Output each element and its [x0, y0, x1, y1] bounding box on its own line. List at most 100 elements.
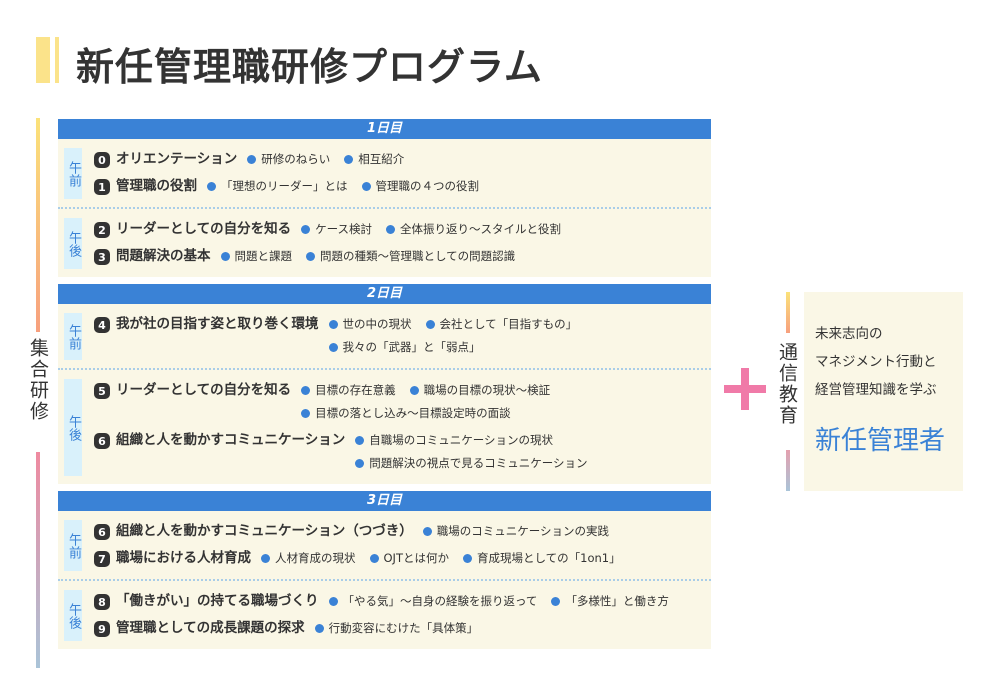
- point: 我々の「武器」と「弱点」: [328, 336, 481, 359]
- item-points: 目標の存在意義職場の目標の現状〜検証目標の落とし込み〜目標設定時の面談: [301, 379, 564, 425]
- points-line: 「理想のリーダー」とは 管理職の４つの役割: [207, 175, 493, 198]
- point: 「多様性」と働き方: [551, 590, 669, 613]
- point: 行動変容にむけた「具体策」: [314, 617, 479, 640]
- bullet-dot-icon: [551, 597, 561, 606]
- item-number-badge: 7: [94, 551, 110, 567]
- bullet-dot-icon: [344, 155, 354, 164]
- point-text: 行動変容にむけた「具体策」: [328, 621, 479, 635]
- bullet-dot-icon: [328, 320, 338, 329]
- bullet-dot-icon: [462, 554, 472, 563]
- point-text: 問題と課題: [234, 249, 293, 263]
- session-items: 8「働きがい」の持てる職場づくり「やる気」〜自身の経験を振り返って「多様性」と働…: [94, 587, 711, 644]
- point-text: 研修のねらい: [261, 152, 331, 166]
- item-number-badge: 0: [94, 152, 110, 168]
- agenda-item: 9 管理職としての成長課題の探求 行動変容にむけた「具体策」: [94, 617, 711, 640]
- item-title: 管理職としての成長課題の探求: [116, 620, 305, 636]
- item-title: 問題解決の基本: [116, 248, 211, 264]
- item-points: 世の中の現状 会社として「目指すもの」我々の「武器」と「弱点」: [328, 313, 592, 359]
- bullet-dot-icon: [314, 624, 324, 633]
- item-number-badge: 9: [94, 621, 110, 637]
- point-text: 人材育成の現状: [275, 551, 356, 565]
- point-text: 全体振り返り〜スタイルと役割: [400, 222, 562, 236]
- point-text: 「理想のリーダー」とは: [221, 179, 348, 193]
- points-line: 問題と課題問題の種類〜管理職としての問題認識: [220, 245, 530, 268]
- item-points: 人材育成の現状 OJTとは何か育成現場としての「1on1」: [261, 547, 635, 570]
- agenda-item: 8「働きがい」の持てる職場づくり「やる気」〜自身の経験を振り返って「多様性」と働…: [94, 590, 711, 613]
- points-line: 行動変容にむけた「具体策」: [314, 617, 493, 640]
- item-title: 管理職の役割: [116, 178, 197, 194]
- item-title: 「働きがい」の持てる職場づくり: [116, 593, 319, 609]
- item-points: 研修のねらい 相互紹介: [247, 148, 418, 171]
- title-accent-bar-thin: [55, 37, 59, 83]
- bullet-dot-icon: [301, 386, 311, 395]
- point: 問題の種類〜管理職としての問題認識: [306, 245, 515, 268]
- session-tag-text: 午前: [66, 323, 81, 350]
- point-text: 管理職の４つの役割: [375, 179, 480, 193]
- bullet-dot-icon: [355, 436, 365, 445]
- point: 問題と課題: [220, 245, 293, 268]
- points-line: 職場のコミュニケーションの実践: [422, 520, 623, 543]
- item-number-badge: 6: [94, 524, 110, 540]
- session-tag: 午前: [64, 148, 82, 199]
- right-gradient-bar-top: [786, 292, 790, 333]
- points-line: 目標の存在意義職場の目標の現状〜検証: [301, 379, 564, 402]
- bullet-dot-icon: [301, 409, 311, 418]
- bullet-dot-icon: [361, 182, 371, 191]
- point-text: 相互紹介: [358, 152, 405, 166]
- points-line: 「やる気」〜自身の経験を振り返って「多様性」と働き方: [328, 590, 683, 613]
- session-tag: 午後: [64, 218, 82, 269]
- item-points: 「やる気」〜自身の経験を振り返って「多様性」と働き方: [328, 590, 683, 613]
- point-text: 目標の落とし込み〜目標設定時の面談: [315, 406, 511, 420]
- item-points: 行動変容にむけた「具体策」: [314, 617, 493, 640]
- item-number-badge: 2: [94, 222, 110, 238]
- bullet-dot-icon: [261, 554, 270, 563]
- item-number-badge: 3: [94, 249, 110, 265]
- bullet-dot-icon: [301, 225, 311, 234]
- point-text: OJTとは何か: [383, 551, 449, 565]
- session-tag: 午前: [64, 520, 82, 571]
- session-tag: 午前: [64, 313, 82, 360]
- session-tag-text: 午後: [66, 230, 81, 257]
- agenda-item: 7 職場における人材育成 人材育成の現状 OJTとは何か育成現場としての「1on1」: [94, 547, 711, 570]
- bullet-dot-icon: [328, 343, 338, 352]
- item-title: 職場における人材育成: [116, 550, 251, 566]
- points-line: 研修のねらい 相互紹介: [247, 148, 418, 171]
- point-text: 目標の存在意義: [315, 383, 396, 397]
- item-title: オリエンテーション: [116, 151, 238, 167]
- points-line: 問題解決の視点で見るコミュニケーション: [355, 452, 601, 475]
- item-title: リーダーとしての自分を知る: [116, 382, 292, 398]
- point: 世の中の現状: [328, 313, 412, 336]
- point-text: 自職場のコミュニケーションの現状: [369, 433, 554, 447]
- points-line: 世の中の現状 会社として「目指すもの」: [328, 313, 592, 336]
- title-accent-bar: [36, 37, 50, 83]
- session-tag-text: 午後: [66, 602, 81, 629]
- session-tag-text: 午後: [66, 414, 81, 441]
- point: 育成現場としての「1on1」: [462, 547, 621, 570]
- session-tag: 午後: [64, 590, 82, 641]
- left-section-label: 集合研修: [27, 338, 49, 422]
- item-title: 組織と人を動かすコミュニケーション: [116, 432, 346, 448]
- plus-icon: [724, 368, 766, 410]
- point-text: 会社として「目指すもの」: [439, 317, 578, 331]
- item-number-badge: 5: [94, 383, 110, 399]
- bullet-dot-icon: [422, 527, 432, 536]
- points-line: 人材育成の現状 OJTとは何か育成現場としての「1on1」: [261, 547, 635, 570]
- session: 午後 5 リーダーとしての自分を知る目標の存在意義職場の目標の現状〜検証目標の落とし…: [58, 368, 711, 484]
- bullet-dot-icon: [328, 597, 338, 606]
- point: 目標の存在意義: [301, 379, 396, 402]
- item-points: 自職場のコミュニケーションの現状問題解決の視点で見るコミュニケーション: [355, 429, 601, 475]
- point: 「やる気」〜自身の経験を振り返って: [328, 590, 537, 613]
- point: 「理想のリーダー」とは: [207, 175, 348, 198]
- point: 管理職の４つの役割: [361, 175, 480, 198]
